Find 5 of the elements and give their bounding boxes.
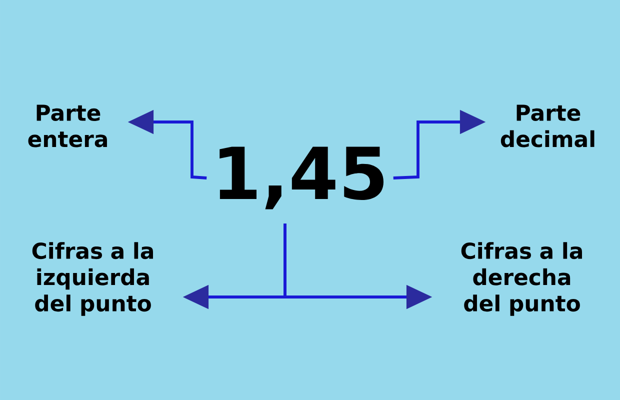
text-label: Parte decimal (500, 104, 594, 148)
text-label: Cifras a la izquierda del punto (32, 242, 153, 316)
number-label: 1,45 (220, 146, 384, 210)
text-label: Cifras a la derecha del punto (461, 242, 582, 316)
text-label: Parte entera (28, 104, 107, 148)
